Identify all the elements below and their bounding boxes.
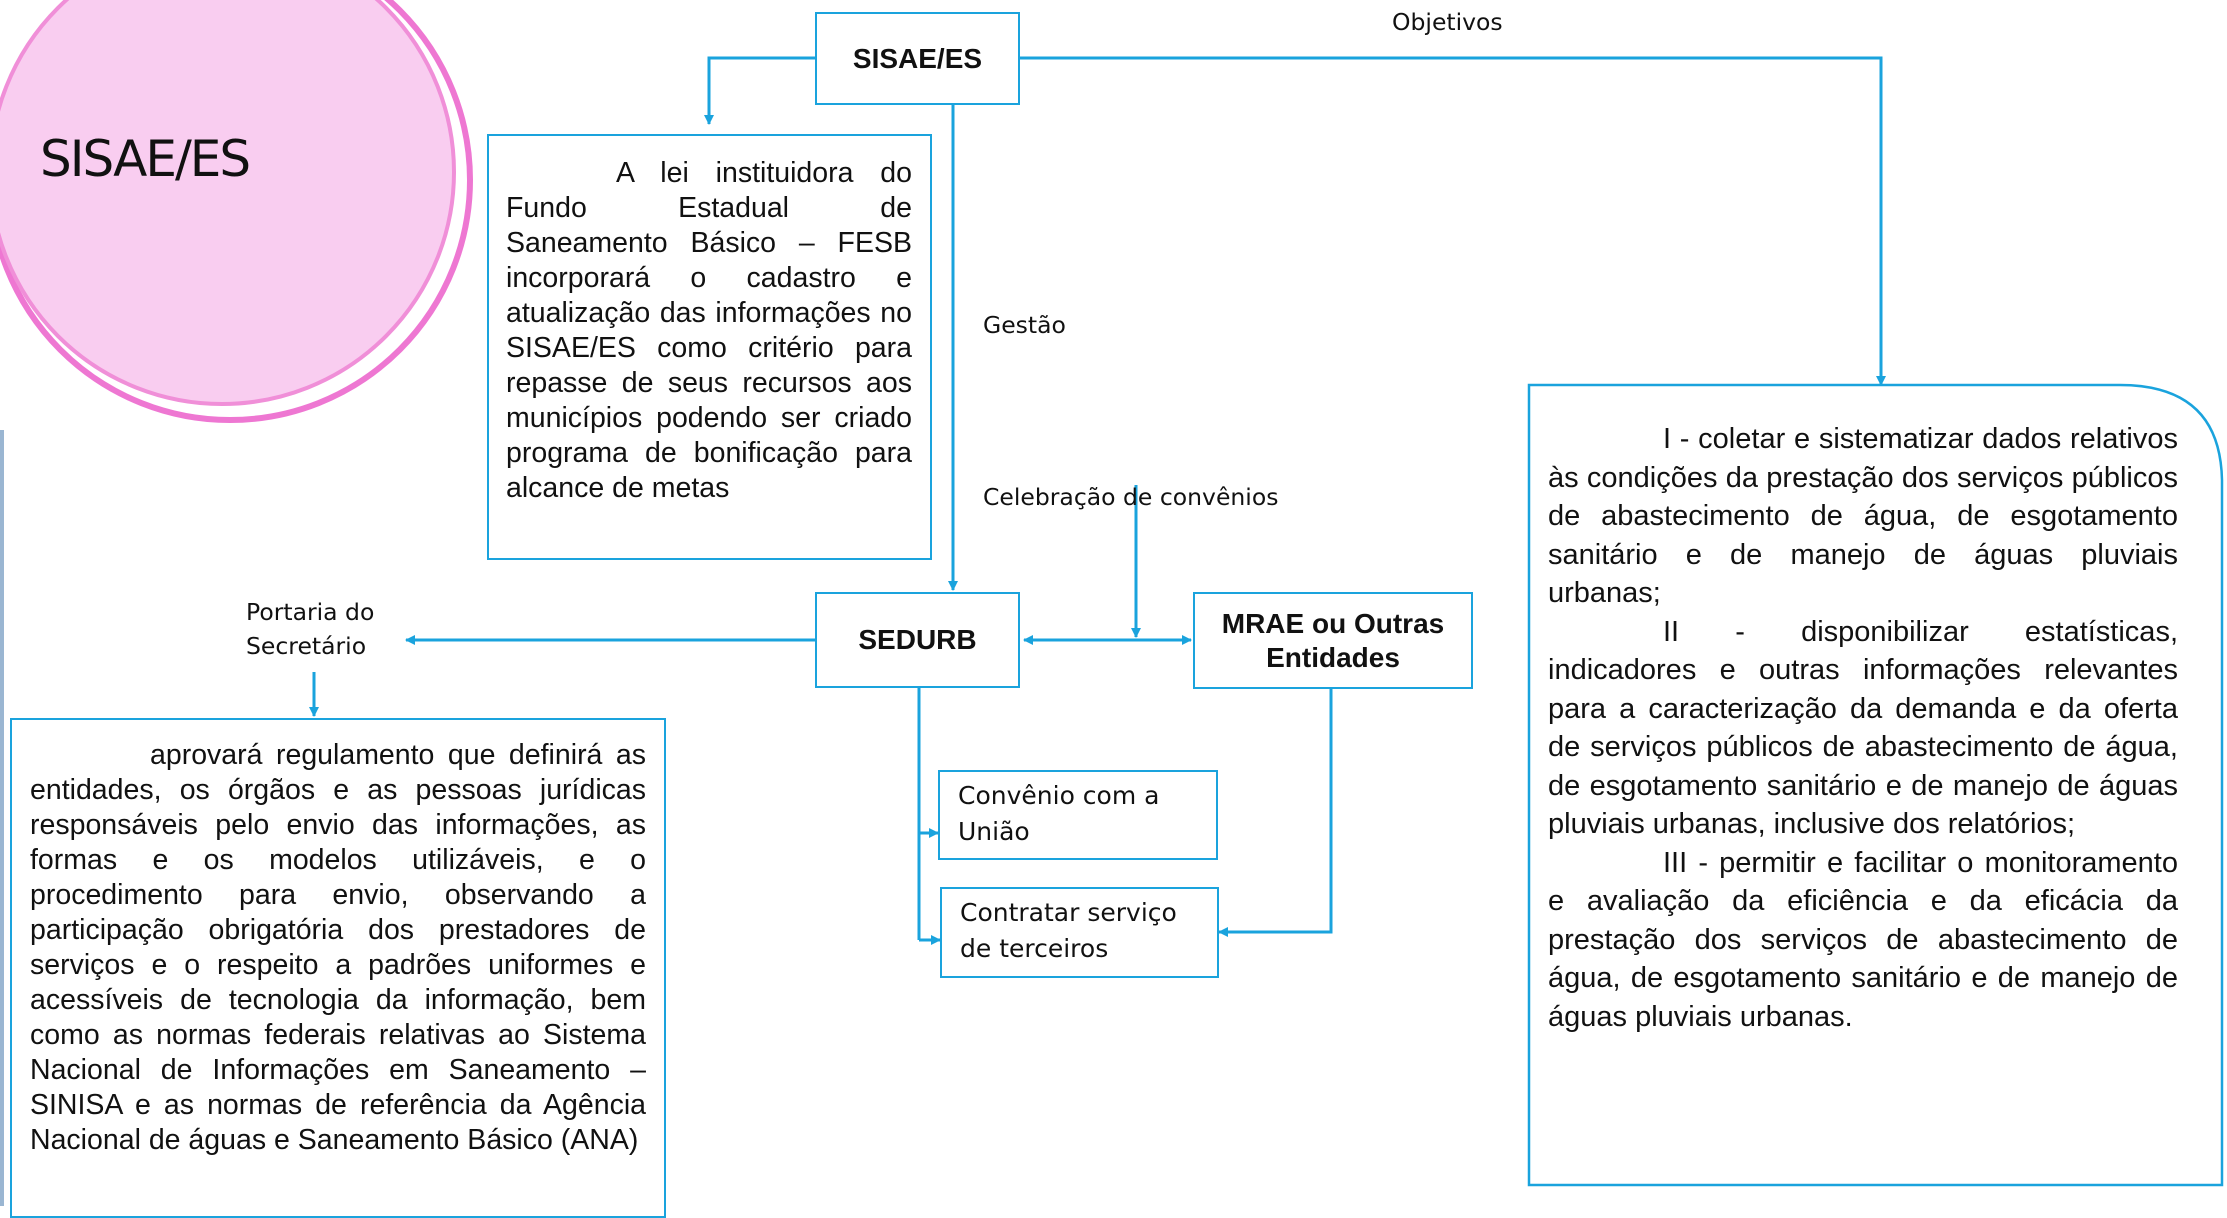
lei-text: A lei instituidora do Fundo Estadual de … [506,157,912,504]
portaria-text: aprovará regulamento que definirá as ent… [30,739,646,1156]
convenio-uniao-box: Convênio com a União [938,770,1218,860]
objetivos-item-2: II - disponibilizar estatísticas, indica… [1548,615,2178,841]
connector-mrae-to-contratar [1218,688,1333,937]
objetivos-box-border [1527,383,2224,1187]
label-portaria-line2: Secretário [246,632,367,660]
sisae-box: SISAE/ES [815,12,1020,105]
portaria-box: aprovará regulamento que definirá as ent… [10,718,666,1218]
sedurb-label: SEDURB [858,624,977,655]
mrae-label: MRAE ou Outras Entidades [1221,607,1445,673]
mrae-box: MRAE ou Outras Entidades [1193,592,1473,689]
title-circle [0,0,473,423]
objetivos-item-1: I - coletar e sistematizar dados relativ… [1548,423,2178,609]
connector-sisae-to-objetivos [1019,56,1886,386]
convenio-uniao-label: Convênio com a União [958,781,1160,846]
sedurb-box: SEDURB [815,592,1020,688]
objetivos-content: I - coletar e sistematizar dados relativ… [1548,420,2178,1036]
left-accent-bar [0,430,4,1206]
lei-box: A lei instituidora do Fundo Estadual de … [487,134,932,560]
slide-title: SISAE/ES [40,130,251,188]
contratar-box: Contratar serviço de terceiros [940,887,1219,978]
objetivos-item-3: III - permitir e facilitar o monitoramen… [1548,846,2178,1033]
contratar-label: Contratar serviço de terceiros [960,898,1177,963]
label-portaria-line1: Portaria do [246,598,375,626]
label-objetivos: Objetivos [1392,8,1503,36]
label-gestao: Gestão [983,311,1066,339]
label-celebracao: Celebração de convênios [983,483,1279,511]
sisae-label: SISAE/ES [852,42,983,74]
connector-sisae-to-lei [704,56,815,125]
